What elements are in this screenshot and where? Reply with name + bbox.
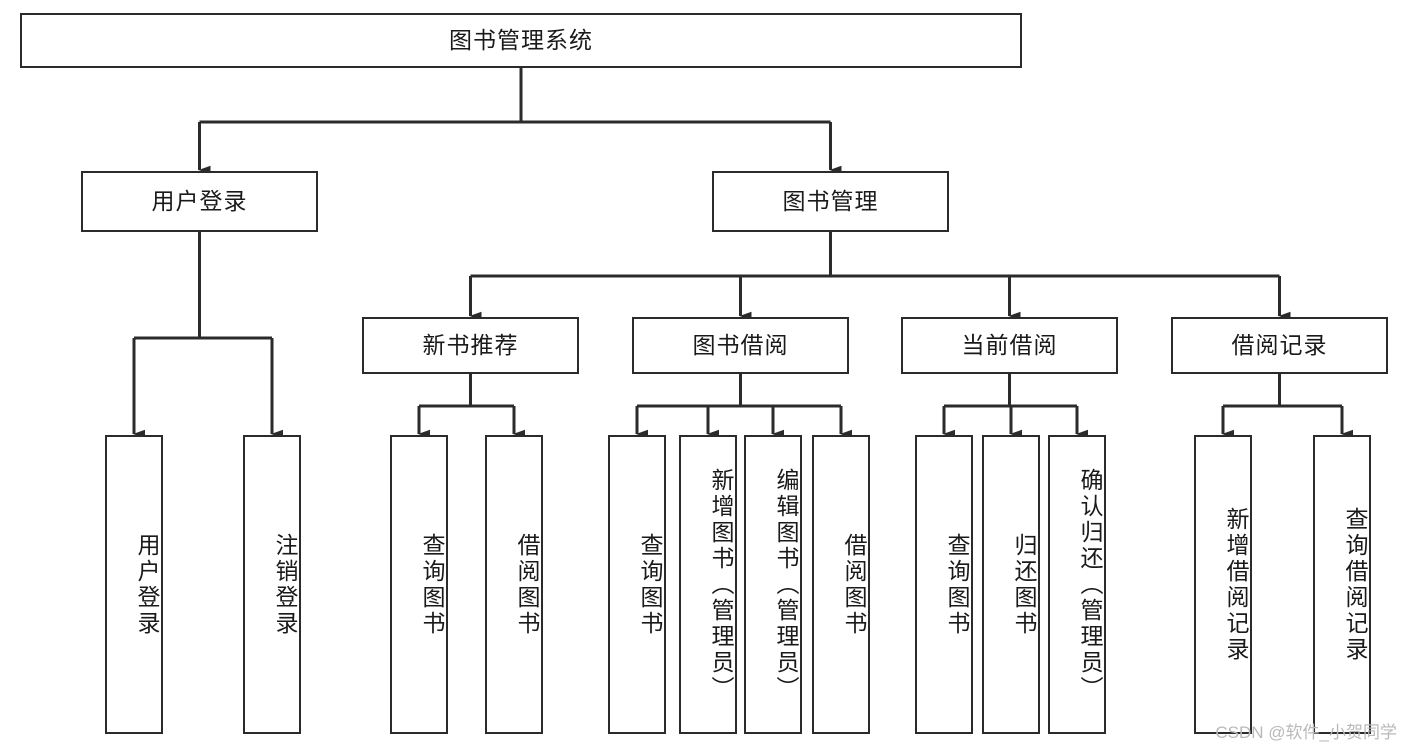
node-leaf-logout-login[interactable]: 注销登录 bbox=[243, 435, 301, 734]
node-label-new-book-recommend: 新书推荐 bbox=[422, 331, 519, 358]
node-label-user-login: 用户登录 bbox=[151, 187, 248, 214]
node-label-leaf-user-login: 用户登录 bbox=[134, 532, 160, 637]
node-borrow-record[interactable]: 借阅记录 bbox=[1171, 317, 1388, 374]
node-book-borrow[interactable]: 图书借阅 bbox=[632, 317, 849, 374]
node-label-leaf-query-book-3: 查询图书 bbox=[944, 532, 970, 637]
node-label-root: 图书管理系统 bbox=[449, 26, 593, 53]
node-leaf-query-book-3[interactable]: 查询图书 bbox=[915, 435, 973, 734]
node-label-leaf-add-borrow-record: 新增借阅记录 bbox=[1223, 506, 1249, 663]
node-label-leaf-query-book-1: 查询图书 bbox=[419, 532, 445, 637]
node-label-leaf-edit-book-admin: 编辑图书（管理员） bbox=[773, 467, 799, 702]
node-root[interactable]: 图书管理系统 bbox=[20, 13, 1022, 68]
node-label-leaf-logout-login: 注销登录 bbox=[272, 532, 298, 637]
node-leaf-add-book-admin[interactable]: 新增图书（管理员） bbox=[679, 435, 737, 734]
node-label-leaf-add-book-admin: 新增图书（管理员） bbox=[708, 467, 734, 702]
node-leaf-borrow-book-1[interactable]: 借阅图书 bbox=[485, 435, 543, 734]
node-label-leaf-return-book: 归还图书 bbox=[1011, 532, 1037, 637]
node-leaf-confirm-return-admin[interactable]: 确认归还（管理员） bbox=[1048, 435, 1106, 734]
node-leaf-query-book-1[interactable]: 查询图书 bbox=[390, 435, 448, 734]
node-leaf-add-borrow-record[interactable]: 新增借阅记录 bbox=[1194, 435, 1252, 734]
node-leaf-query-borrow-record[interactable]: 查询借阅记录 bbox=[1313, 435, 1371, 734]
node-current-borrow[interactable]: 当前借阅 bbox=[901, 317, 1118, 374]
node-label-leaf-query-borrow-record: 查询借阅记录 bbox=[1342, 506, 1368, 663]
node-book-manage[interactable]: 图书管理 bbox=[712, 171, 949, 232]
node-label-book-borrow: 图书借阅 bbox=[692, 331, 789, 358]
node-user-login[interactable]: 用户登录 bbox=[81, 171, 318, 232]
node-label-leaf-borrow-book-2: 借阅图书 bbox=[841, 532, 867, 637]
node-leaf-user-login[interactable]: 用户登录 bbox=[105, 435, 163, 734]
node-leaf-borrow-book-2[interactable]: 借阅图书 bbox=[812, 435, 870, 734]
node-label-current-borrow: 当前借阅 bbox=[961, 331, 1058, 358]
node-label-leaf-query-book-2: 查询图书 bbox=[637, 532, 663, 637]
node-label-book-manage: 图书管理 bbox=[782, 187, 879, 214]
node-leaf-edit-book-admin[interactable]: 编辑图书（管理员） bbox=[744, 435, 802, 734]
node-leaf-return-book[interactable]: 归还图书 bbox=[982, 435, 1040, 734]
node-new-book-recommend[interactable]: 新书推荐 bbox=[362, 317, 579, 374]
node-label-leaf-confirm-return-admin: 确认归还（管理员） bbox=[1077, 467, 1103, 702]
node-leaf-query-book-2[interactable]: 查询图书 bbox=[608, 435, 666, 734]
node-label-borrow-record: 借阅记录 bbox=[1231, 331, 1328, 358]
node-label-leaf-borrow-book-1: 借阅图书 bbox=[514, 532, 540, 637]
